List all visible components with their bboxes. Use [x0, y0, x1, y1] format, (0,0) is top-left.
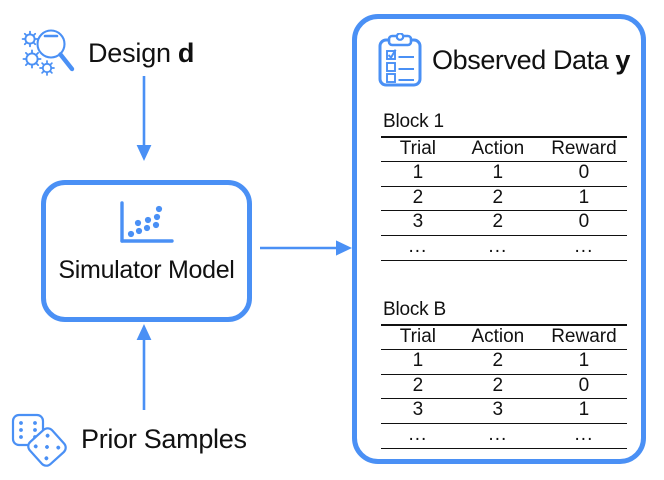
column-header-trial: Trial [381, 323, 455, 351]
prior-samples-label: Prior Samples [81, 423, 247, 454]
cell-trial: ... [381, 422, 455, 450]
table-row: 2 2 0 [381, 373, 627, 400]
simulator-model-box: Simulator Model [41, 180, 252, 322]
column-header-reward: Reward [540, 135, 627, 163]
cell-action: ... [454, 422, 541, 450]
data-block: Block 1 Trial Action Reward 1 1 0 [381, 111, 629, 262]
table-row-ellipsis: ... ... ... [381, 422, 627, 450]
arrow-simulator-to-observed-data [260, 240, 352, 256]
block-title: Block 1 [383, 111, 444, 132]
column-header-trial: Trial [381, 135, 455, 163]
data-block: Block B Trial Action Reward 1 2 1 [381, 299, 629, 450]
design-label-symbol: d [177, 37, 195, 68]
cell-reward: 1 [540, 349, 627, 375]
table-row: 2 2 1 [381, 185, 627, 212]
block-table: Trial Action Reward 1 2 1 2 2 0 [381, 323, 627, 450]
cell-action: 2 [454, 185, 541, 212]
cell-action: ... [454, 234, 541, 262]
simulator-model-label: Simulator Model [58, 256, 235, 284]
dice-icon [10, 411, 72, 467]
column-header-action: Action [454, 135, 541, 163]
cell-action: 2 [454, 210, 541, 236]
table-header-row: Trial Action Reward [381, 135, 627, 163]
cell-trial: 2 [381, 185, 455, 212]
table-row-ellipsis: ... ... ... [381, 234, 627, 262]
cell-reward: 1 [540, 398, 627, 424]
cell-action: 1 [454, 161, 541, 187]
column-header-reward: Reward [540, 323, 627, 351]
arrow-design-to-simulator [136, 76, 152, 161]
cell-reward: 0 [540, 210, 627, 236]
cell-trial: 1 [381, 161, 455, 187]
cell-action: 2 [454, 349, 541, 375]
prior-samples-node: Prior Samples [10, 408, 270, 470]
cell-reward: 0 [540, 373, 627, 400]
table-header-row: Trial Action Reward [381, 323, 627, 351]
cell-trial: 1 [381, 349, 455, 375]
cell-trial: ... [381, 234, 455, 262]
simulator-icon-wrap [46, 201, 247, 249]
table-row: 1 1 0 [381, 161, 627, 187]
table-row: 1 2 1 [381, 349, 627, 375]
cell-action: 2 [454, 373, 541, 400]
table-row: 3 2 0 [381, 210, 627, 236]
design-label-text: Design [88, 37, 171, 68]
gears-magnifier-icon [18, 26, 80, 80]
cell-reward: ... [540, 422, 627, 450]
cell-trial: 3 [381, 398, 455, 424]
observed-data-title-symbol: y [615, 44, 631, 75]
cell-action: 3 [454, 398, 541, 424]
cell-reward: 1 [540, 185, 627, 212]
clipboard-checklist-icon [377, 32, 423, 87]
observed-data-title-text: Observed Data [432, 44, 609, 75]
block-table: Trial Action Reward 1 1 0 2 2 1 [381, 135, 627, 262]
cell-trial: 2 [381, 373, 455, 400]
arrow-prior-to-simulator [136, 324, 152, 410]
block-title: Block B [383, 299, 447, 320]
column-header-action: Action [454, 323, 541, 351]
table-row: 3 3 1 [381, 398, 627, 424]
cell-reward: ... [540, 234, 627, 262]
cell-reward: 0 [540, 161, 627, 187]
scatter-plot-icon [117, 201, 177, 249]
cell-trial: 3 [381, 210, 455, 236]
